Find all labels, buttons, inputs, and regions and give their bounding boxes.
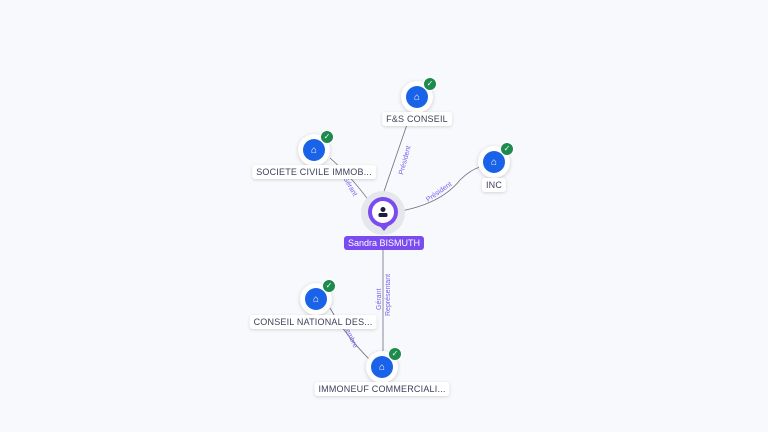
company-node[interactable]: ⌂✓ [478,142,514,178]
building-icon: ⌂ [312,293,320,305]
building-icon: ⌂ [310,144,318,156]
building-icon: ⌂ [378,361,386,373]
company-label[interactable]: IMMONEUF COMMERCIALI... [314,382,450,396]
edge-label: Gérant [376,289,383,310]
verified-check-icon: ✓ [423,77,437,91]
person-node[interactable] [368,197,398,227]
building-icon: ⌂ [490,156,498,168]
person-label[interactable]: Sandra BISMUTH [343,236,425,250]
edge-label: Président [425,181,453,204]
verified-check-icon: ✓ [322,279,336,293]
edge-label: Représentant [385,274,392,316]
edge-president-inc [394,166,481,213]
company-node[interactable]: ⌂✓ [300,279,336,315]
company-node[interactable]: ⌂✓ [298,130,334,166]
company-node[interactable]: ⌂✓ [366,347,402,383]
company-label[interactable]: F&S CONSEIL [382,112,452,126]
pin-pointer [378,224,390,231]
company-label[interactable]: CONSEIL NATIONAL DES... [249,315,377,329]
building-icon: ⌂ [413,91,421,103]
company-node[interactable]: ⌂✓ [401,77,437,113]
verified-check-icon: ✓ [320,130,334,144]
verified-check-icon: ✓ [500,142,514,156]
user-icon [378,207,388,217]
edge-label: Président [398,145,412,175]
verified-check-icon: ✓ [388,347,402,361]
company-label[interactable]: SOCIETE CIVILE IMMOB... [252,165,376,179]
edge-membre [329,307,371,361]
company-label[interactable]: INC [481,178,507,192]
